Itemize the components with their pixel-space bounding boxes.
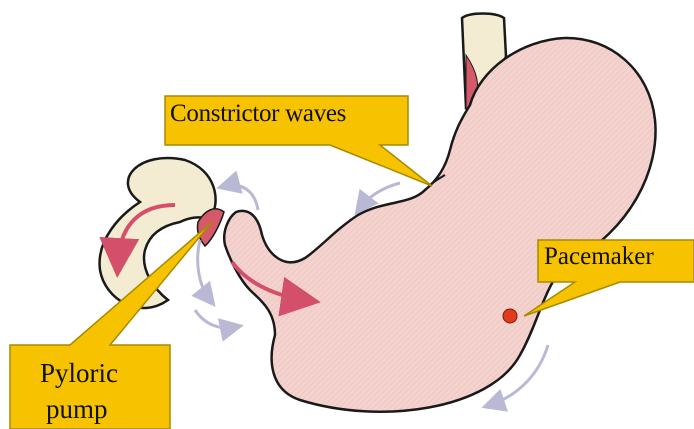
- label-pyloric-line1: Pyloric: [40, 358, 118, 389]
- label-pacemaker: Pacemaker: [544, 243, 654, 271]
- label-constrictor-waves: Constrictor waves: [170, 100, 346, 128]
- label-pyloric-line2: pump: [46, 394, 108, 425]
- peristalsis-arrow-1: [225, 185, 258, 210]
- stomach-body: [224, 38, 655, 412]
- peristalsis-arrow-4: [195, 310, 235, 328]
- pacemaker-dot: [503, 309, 517, 323]
- peristalsis-arrow-3: [198, 240, 210, 300]
